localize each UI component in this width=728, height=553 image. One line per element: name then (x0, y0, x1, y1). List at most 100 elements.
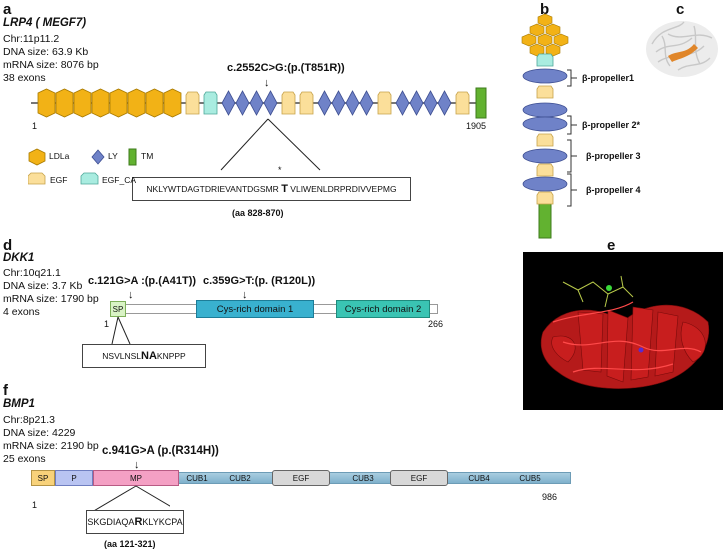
panel-c-label: c (676, 1, 685, 18)
ly-domain (221, 90, 236, 116)
bmp1-exons: 25 exons (3, 453, 46, 465)
panel-f-label: f (3, 382, 8, 399)
propeller-2-label: β-propeller 2* (582, 120, 641, 130)
ldla-domain (73, 88, 92, 118)
lrp4-seq-after: VLIWENLDRPRDIVVEPMG (290, 184, 397, 194)
dkk1-seq-mutant-residue: NA (141, 350, 157, 362)
bmp1-cub4-domain: CUB4 (468, 473, 490, 483)
lrp4-structure-schematic (521, 13, 569, 239)
dkk1-dna-size: DNA size: 3.7 Kb (3, 280, 83, 292)
dkk1-info: Chr:10q21.1 DNA size: 3.7 Kb mRNA size: … (3, 267, 99, 319)
ldla-domain (91, 88, 110, 118)
propeller-1-label: β-propeller1 (582, 73, 635, 83)
ly-domain (235, 90, 250, 116)
mutated-residue-marker (638, 347, 644, 353)
bmp1-gene-name: BMP1 (3, 398, 35, 410)
dkk1-gene-name: DKK1 (3, 252, 35, 264)
egf-domain (185, 91, 200, 115)
bmp1-cub2-domain: CUB2 (229, 473, 251, 483)
tm-segment (538, 201, 552, 239)
ldla-domain (545, 23, 561, 37)
lrp4-chr: Chr:11p11.2 (3, 33, 60, 45)
propeller-stack (521, 13, 569, 205)
egf-ca-legend-label: EGF_CA (102, 175, 137, 185)
bmp1-cub1-domain: CUB1 (186, 473, 208, 483)
beta-propeller (522, 176, 568, 192)
lrp4-dna-size: DNA size: 63.9 Kb (3, 46, 89, 58)
ldla-domain (37, 88, 56, 118)
tm-legend-label: TM (141, 151, 154, 161)
egf-domain (536, 191, 554, 205)
ldla-legend-label: LDLa (49, 151, 70, 161)
lrp4-info: Chr:11p11.2 DNA size: 63.9 Kb mRNA size:… (3, 33, 99, 85)
lrp4-seq-before: NKLYWTDAGTDRIEVANTDGSMR (146, 184, 279, 194)
ly-domain (359, 90, 374, 116)
egf-domain (536, 163, 554, 177)
ly-domain (437, 90, 452, 116)
egf-legend-icon (28, 172, 46, 185)
bmp1-egf2-domain: EGF (390, 470, 448, 486)
ion-sphere (606, 285, 612, 291)
ldla-domain (529, 43, 545, 57)
zoom-line-left (220, 118, 269, 171)
dkk1-zoom-lines (111, 316, 131, 345)
ldla-domain (163, 88, 182, 118)
egf-domain (455, 91, 470, 115)
bmp1-egf1-domain: EGF (272, 470, 330, 486)
ldla-domain (529, 23, 545, 37)
dkk1-seq-before: NSVLNSL (102, 351, 142, 361)
dkk1-exons: 4 exons (3, 306, 40, 318)
tm-legend-icon (128, 148, 137, 166)
bmp1-dna-size: DNA size: 4229 (3, 427, 76, 439)
dkk1-seq-after: KNPPP (156, 351, 186, 361)
lrp4-exons: 38 exons (3, 72, 46, 84)
dkk1-mutation-2-label: c.359G>T:(p. (R120L)) (203, 275, 316, 287)
ldla-domain (109, 88, 128, 118)
lrp4-end-position: 1905 (466, 121, 487, 131)
lrp4-mutation-arrow-icon: ↓ (264, 77, 270, 89)
lrp4-seq-mutant-residue: T (281, 183, 288, 195)
panel-b-label: b (540, 1, 550, 18)
beta-propeller (522, 148, 568, 164)
ly-domain (409, 90, 424, 116)
ldla-domain (521, 33, 537, 47)
bmp1-chr: Chr:8p21.3 (3, 414, 55, 426)
egf-legend-label: EGF (50, 175, 68, 185)
bmp1-seq-mutant-residue: R (134, 516, 143, 528)
egf-domain (377, 91, 392, 115)
dkk1-3d-structure-image (523, 252, 723, 410)
egf-domain (281, 91, 296, 115)
ly-domain (423, 90, 438, 116)
lrp4-tm-domain (470, 87, 487, 119)
bmp1-seq-after: KLYKCPA (142, 517, 183, 527)
bmp1-mp-domain: MP (93, 470, 179, 486)
dkk1-mutation-1-label: c.121G>A :(p.(A41T)) (88, 275, 197, 287)
propeller-3-label: β-propeller 3 (586, 151, 641, 161)
dkk1-start-position: 1 (104, 319, 110, 329)
panel-d-label: d (3, 237, 13, 254)
mutation-site-highlight (668, 44, 698, 62)
lrp4-seq-asterisk: * (278, 165, 282, 175)
propeller-brackets (567, 69, 577, 207)
ldla-domain (537, 33, 553, 47)
lrp4-aa-range: (aa 828-870) (232, 208, 284, 218)
bmp1-p-domain: P (55, 470, 93, 486)
dkk1-mutation-1-arrow-icon: ↓ (128, 289, 134, 301)
ldla-domain (537, 13, 553, 27)
bmp1-cub5-domain: CUB5 (519, 473, 541, 483)
dkk1-mrna-size: mRNA size: 1790 bp (3, 293, 99, 305)
beta-propeller (522, 116, 568, 132)
dkk1-sp-domain: SP (110, 301, 126, 317)
lrp4-sequence-box: NKLYWTDAGTDRIEVANTDGSMR T VLIWENLDRPRDIV… (132, 177, 411, 201)
ly-domain (331, 90, 346, 116)
bmp1-start-position: 1 (32, 500, 38, 510)
tm-domain (475, 87, 487, 119)
ldla-domain (545, 43, 561, 57)
egf-domain (536, 85, 554, 99)
ly-legend-label: LY (108, 151, 118, 161)
lrp4-domain-group (37, 88, 470, 118)
ly-domain (395, 90, 410, 116)
ldla-domain (145, 88, 164, 118)
